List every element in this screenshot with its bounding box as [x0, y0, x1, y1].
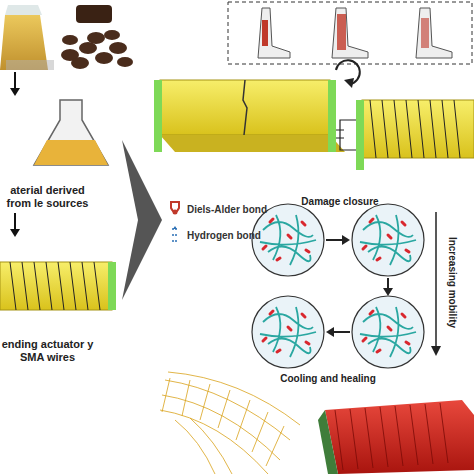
caption-label: aterial derived from le sources [0, 184, 95, 210]
caption-label: Cooling and healing [268, 372, 388, 385]
caption-label: Increasing mobility [446, 223, 459, 343]
legend-item: Diels-Alder bond [168, 200, 267, 218]
legend-symbol [168, 200, 182, 218]
legend-text: Diels-Alder bond [187, 204, 267, 215]
legend-symbol [168, 226, 182, 244]
caption-label: Damage closure [285, 195, 395, 208]
legend-text: Hydrogen bond [187, 230, 261, 241]
legend-item: Hydrogen bond [168, 226, 261, 244]
caption-label: ending actuator y SMA wires [0, 338, 95, 364]
